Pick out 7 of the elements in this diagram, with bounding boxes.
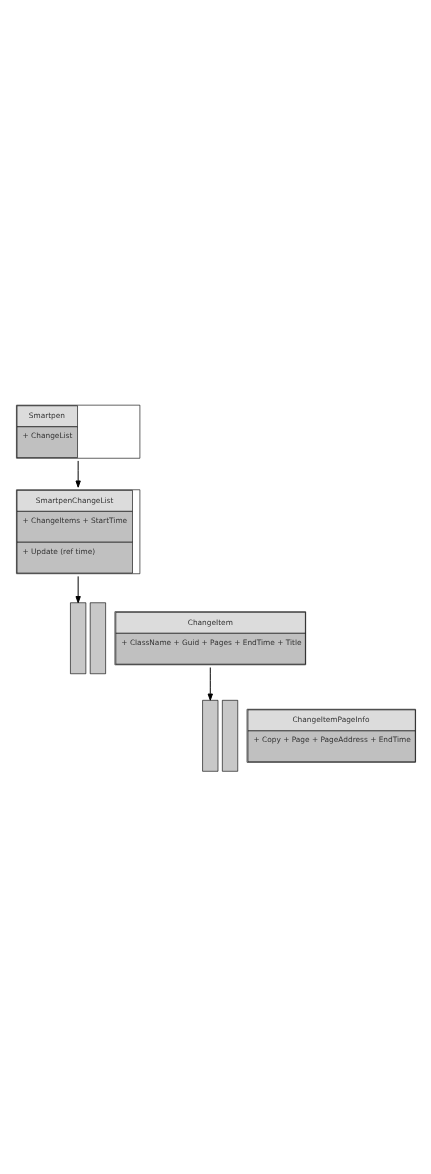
- arrow: [207, 667, 213, 701]
- node-box: [89, 602, 106, 675]
- node-box: [201, 700, 218, 772]
- node-box: [221, 700, 238, 772]
- arrow: [75, 460, 81, 488]
- node-box: [69, 602, 86, 675]
- arrow: [75, 575, 81, 604]
